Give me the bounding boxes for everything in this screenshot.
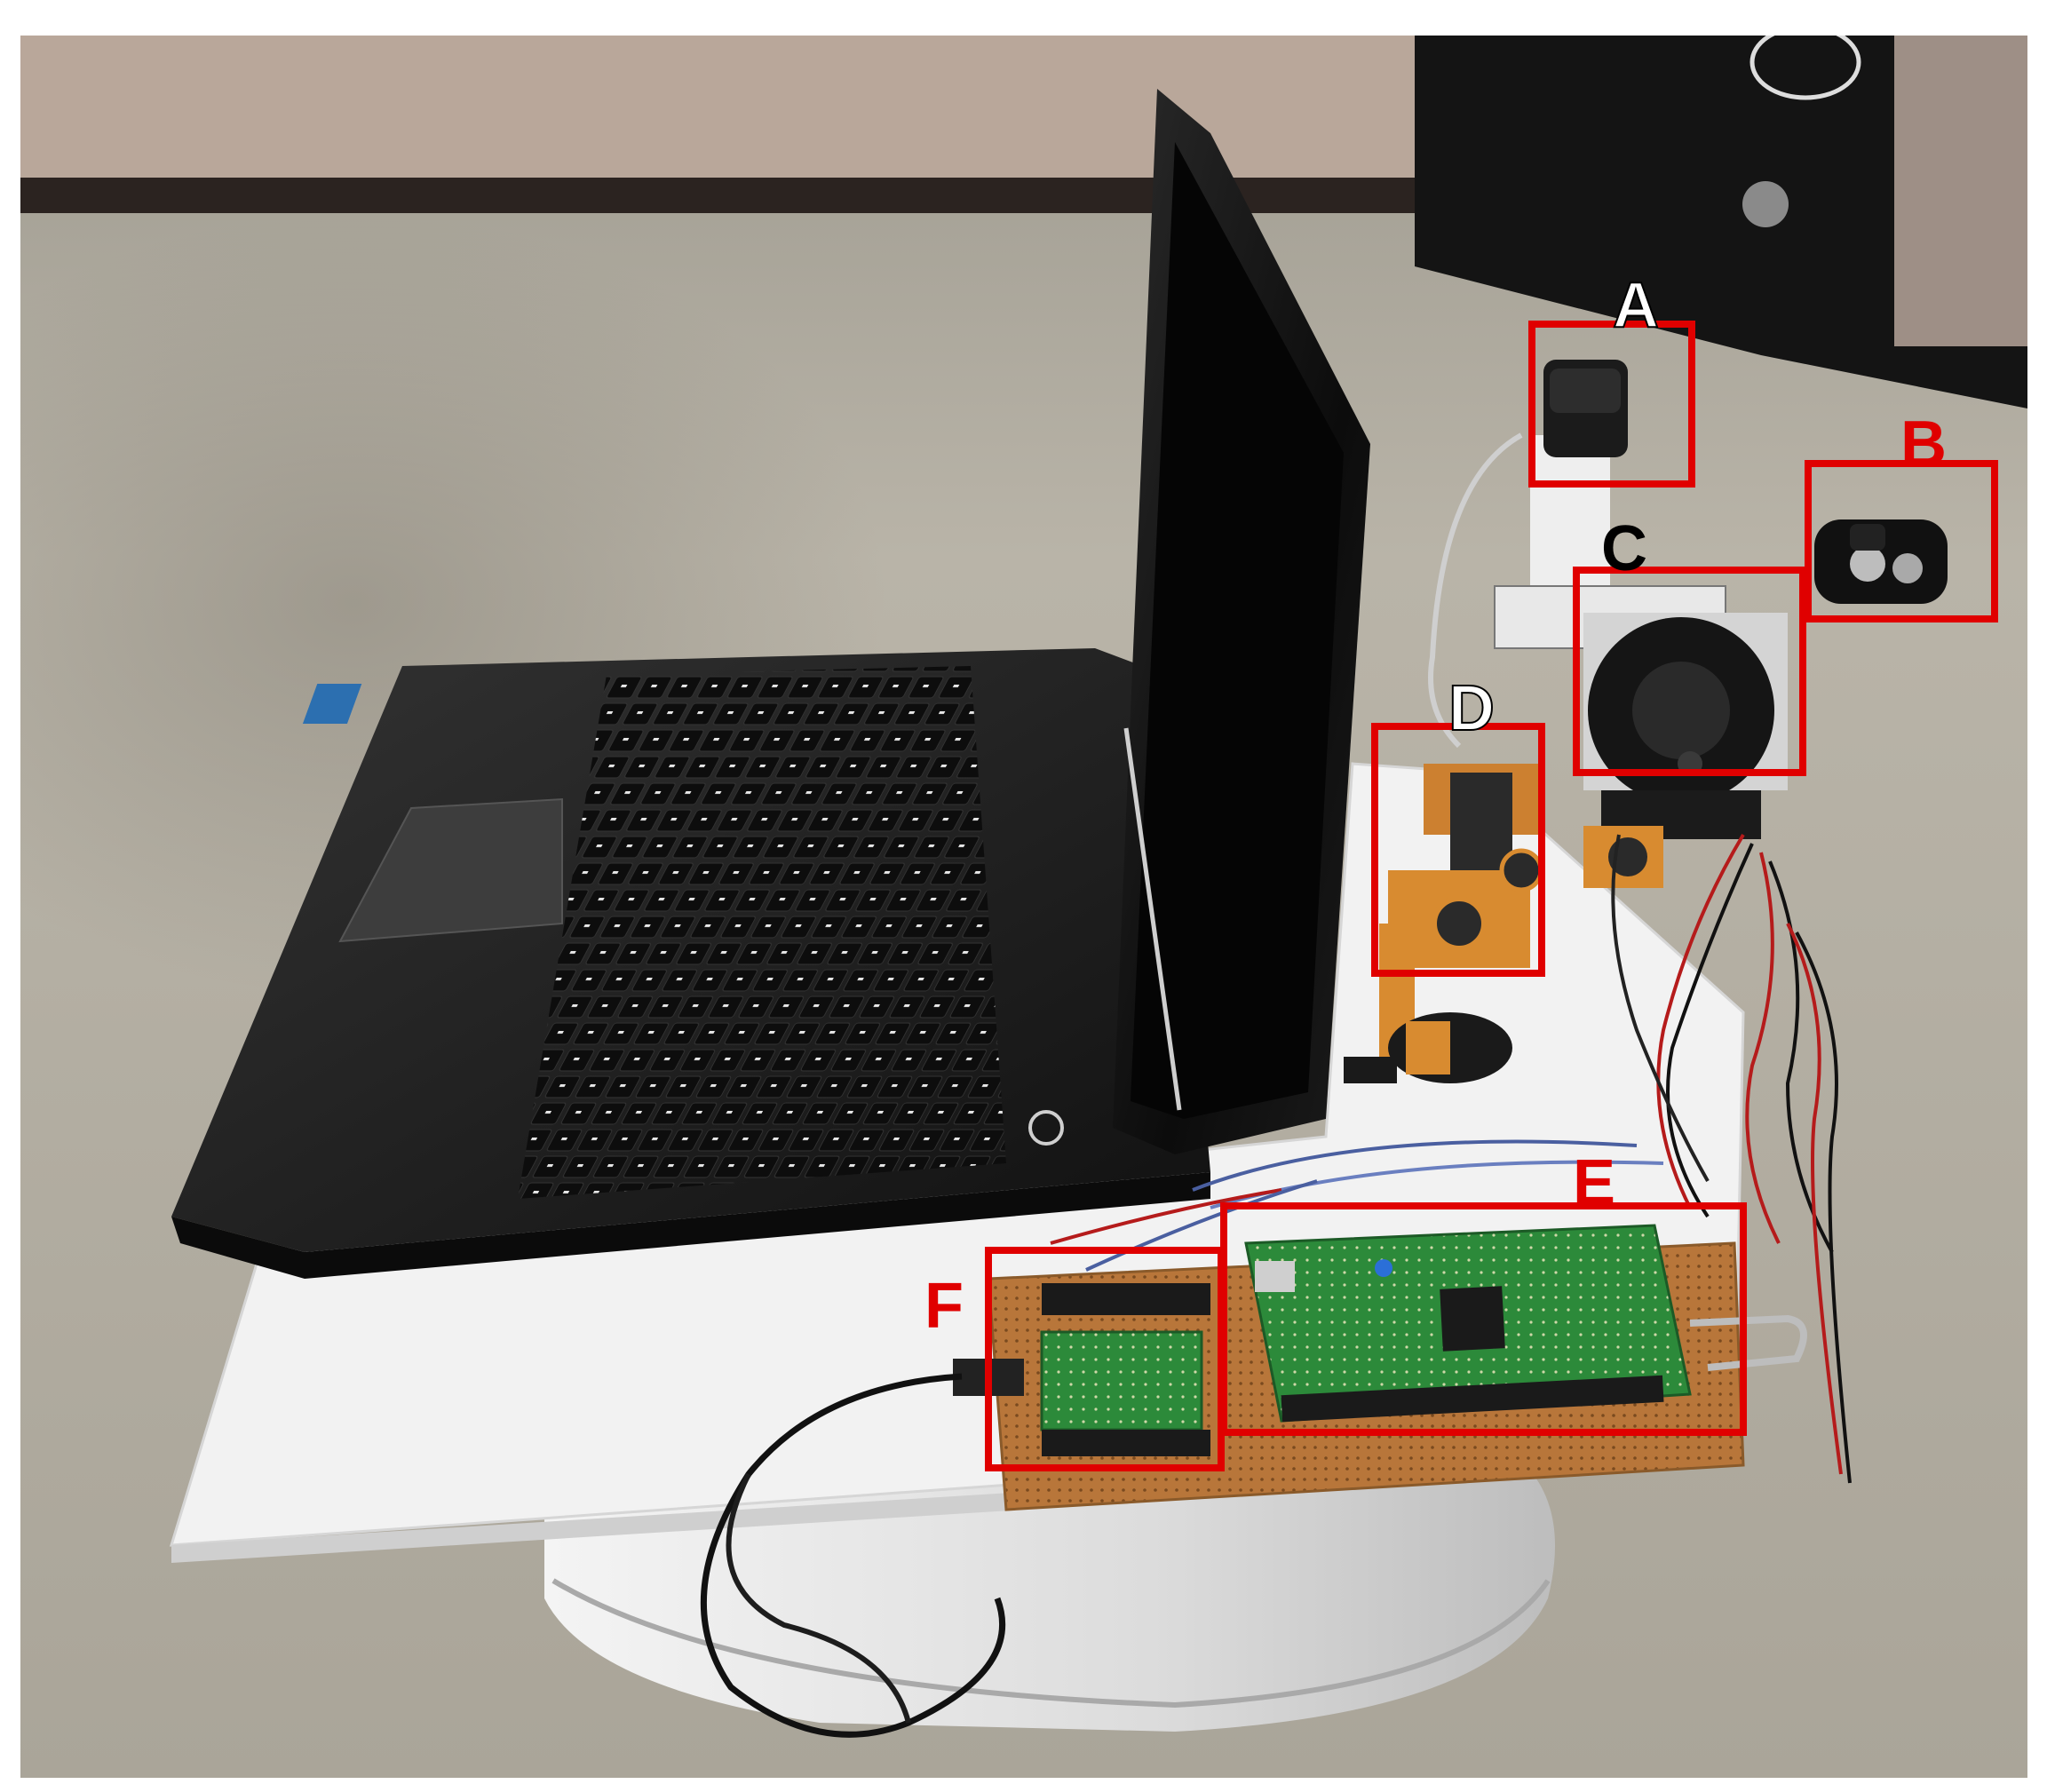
f-board bbox=[1040, 1330, 1203, 1431]
laptop-screen bbox=[1131, 142, 1344, 1119]
keyboard bbox=[518, 666, 1006, 1199]
turntable-bracket bbox=[1406, 1021, 1450, 1074]
laptop-deck-front bbox=[171, 1172, 1210, 1279]
annotation-boxes bbox=[985, 321, 1998, 1471]
label-b: B bbox=[1900, 408, 1947, 480]
sensor-b-lens-1 bbox=[1850, 546, 1885, 582]
label-d: D bbox=[1448, 673, 1496, 744]
stm32-chip bbox=[1440, 1286, 1505, 1352]
bottom-clip bbox=[1344, 1057, 1397, 1083]
sensor-b-cap bbox=[1850, 524, 1885, 551]
stm32-button bbox=[1375, 1259, 1392, 1277]
sensor-b-lens-2 bbox=[1892, 553, 1923, 583]
annotation-box-c bbox=[1573, 567, 1806, 776]
stm32-header bbox=[1281, 1375, 1664, 1423]
usb-cable-loop bbox=[726, 1472, 911, 1724]
camera-c-lens bbox=[1632, 662, 1730, 759]
camera-cable bbox=[1428, 432, 1523, 749]
robot-base-rim bbox=[551, 1578, 1551, 1709]
f-header-bottom bbox=[1042, 1430, 1210, 1456]
annotation-box-b bbox=[1805, 460, 1998, 622]
label-a: A bbox=[1612, 270, 1660, 341]
f-header-top bbox=[1042, 1283, 1210, 1315]
robot-scene bbox=[20, 36, 2027, 1778]
cabinet-handle bbox=[1749, 36, 1861, 100]
sensor-mast bbox=[1530, 435, 1610, 604]
annotation-box-d bbox=[1371, 723, 1545, 977]
servo-d-horn-1 bbox=[1432, 896, 1487, 951]
stm32-usb bbox=[1255, 1261, 1295, 1292]
cabinet-knob bbox=[1742, 181, 1789, 227]
sensor-a-top bbox=[1550, 369, 1621, 413]
photograph: A B C D E F bbox=[20, 36, 2027, 1778]
silver-rod bbox=[1689, 1314, 1807, 1371]
annotation-box-a bbox=[1528, 321, 1695, 488]
intel-sticker bbox=[302, 684, 362, 724]
lid-silver-edge bbox=[1123, 727, 1182, 1111]
cabinet bbox=[1415, 36, 2027, 408]
label-c: C bbox=[1601, 513, 1647, 584]
annotation-box-f bbox=[985, 1247, 1225, 1471]
label-e: E bbox=[1573, 1147, 1616, 1218]
touchpad bbox=[338, 797, 563, 943]
wire-bundle bbox=[1050, 833, 1852, 1484]
servo-d-horn-2 bbox=[1499, 848, 1543, 892]
power-button bbox=[1028, 1110, 1064, 1146]
cabinet-side bbox=[1894, 36, 2027, 346]
label-f: F bbox=[924, 1271, 964, 1342]
usb-cable bbox=[700, 1373, 1006, 1738]
